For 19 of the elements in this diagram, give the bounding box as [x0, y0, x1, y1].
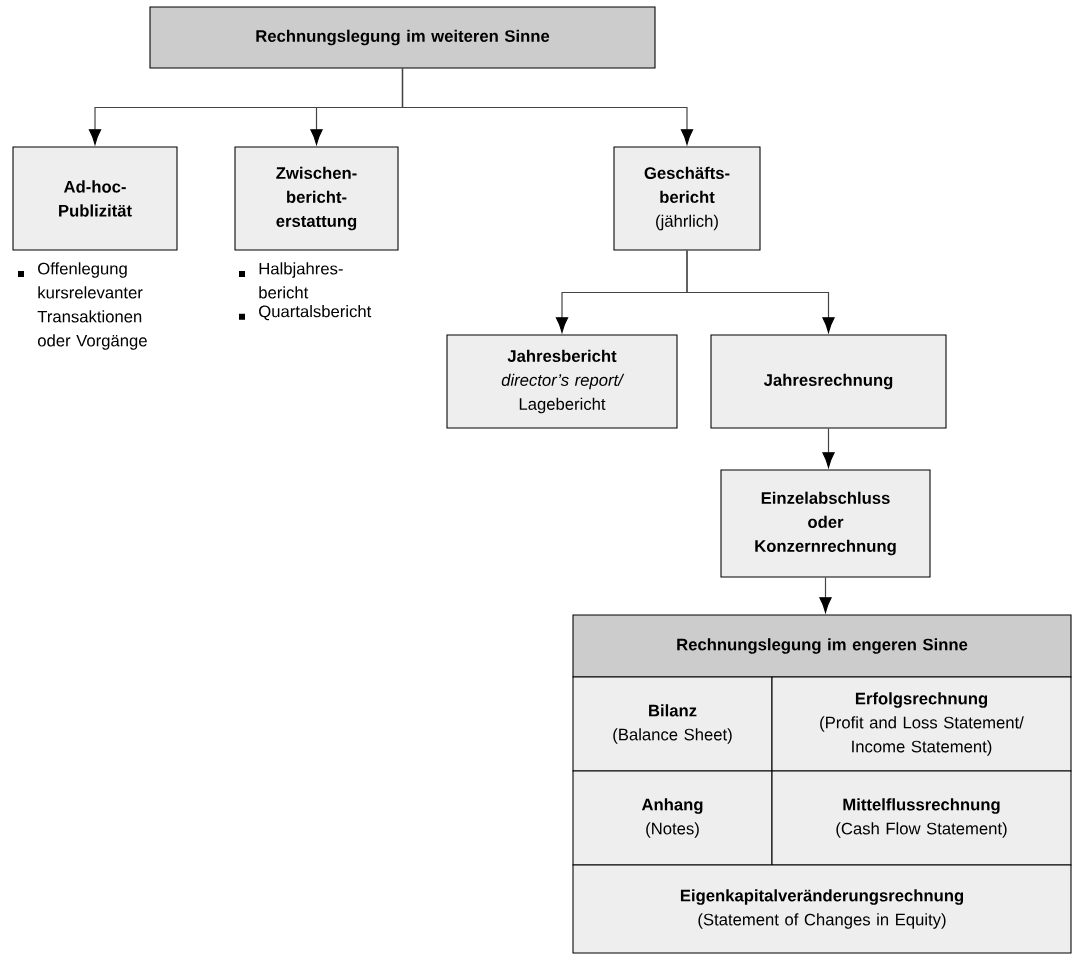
title-box: Rechnungslegung im weiteren Sinne — [149, 6, 656, 69]
list-item: Offenlegung kursrelevanter Transaktionen oder Vorgänge — [37, 262, 147, 350]
table-cell: Mittelflussrechnung (Cash Flow Statement) — [771, 770, 1072, 866]
category-box: Ad-hoc- Publizität — [12, 146, 178, 251]
table-cell: Anhang (Notes) — [572, 770, 773, 866]
arrow — [686, 249, 835, 333]
category-box: Zwischen- bericht- erstattung — [234, 146, 399, 251]
table-cell: Erfolgsrechnung (Profit and Loss Statement/ Income Statement) — [771, 676, 1072, 772]
category-box: Geschäfts- bericht (jährlich) — [613, 146, 761, 251]
table-cell: Bilanz (Balance Sheet) — [572, 676, 773, 772]
table-header: Rechnungslegung im engeren Sinne — [572, 614, 1072, 678]
arrow — [401, 67, 694, 145]
report-box: Einzelabschluss oder Konzernrechnung — [720, 469, 931, 578]
list-item: Halbjahres- bericht — [259, 262, 343, 299]
report-box: Jahresbericht director’s report/ Lagebericht — [446, 334, 678, 429]
arrow — [819, 576, 832, 613]
list-item: Quartalsbericht — [259, 305, 372, 321]
report-box: Jahresrechnung — [710, 334, 947, 429]
arrow — [822, 427, 835, 468]
